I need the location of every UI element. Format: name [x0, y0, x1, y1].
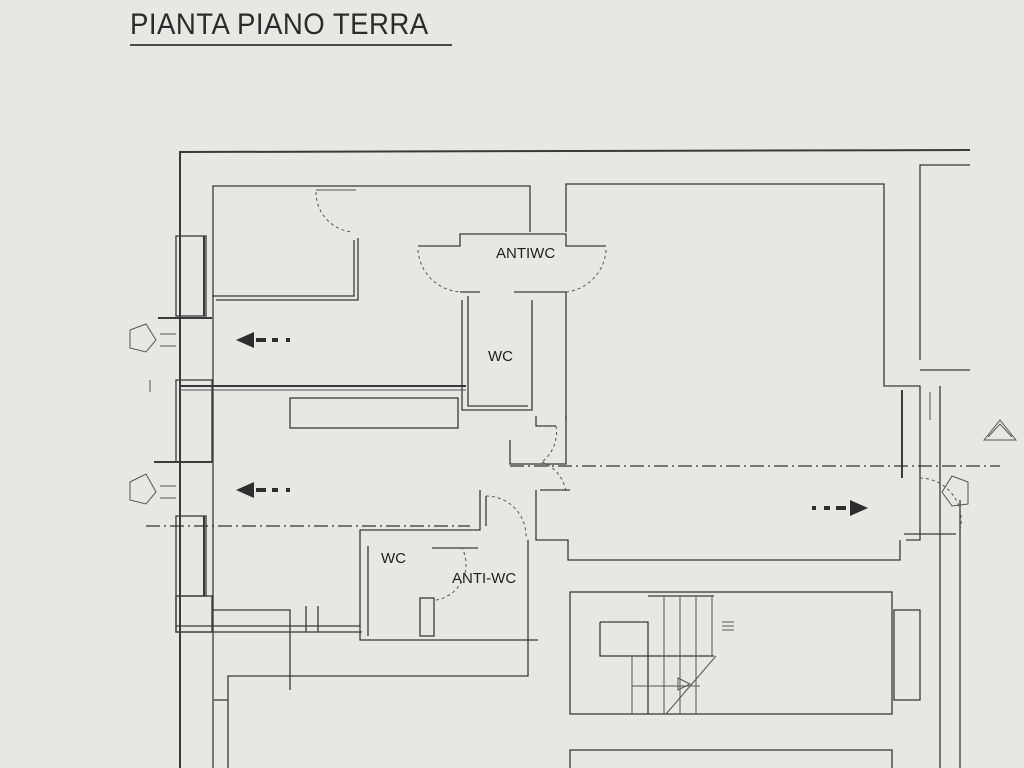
outer-walls — [179, 149, 971, 768]
room-label-antiwc-upper: ANTIWC — [496, 245, 556, 262]
left-wall-openings — [154, 235, 213, 597]
stair-block — [569, 591, 921, 768]
room-label-wc-upper: WC — [488, 348, 513, 365]
escape-route-arrow-icon — [236, 332, 290, 348]
plan-title: PIANTA PIANO TERRA — [130, 8, 429, 41]
upper-wc-room — [461, 296, 533, 411]
upper-left-room — [212, 189, 359, 301]
title-underline — [130, 44, 452, 46]
right-wall-openings — [901, 390, 962, 535]
entrance-arrow-icon — [941, 475, 969, 507]
room-label-antiwc-lower: ANTI-WC — [452, 570, 517, 587]
escape-route-arrow-icon — [812, 500, 868, 516]
upper-antiwc-room — [417, 233, 607, 420]
north-arrow-icon — [982, 419, 1018, 441]
entrance-arrow-icon — [129, 473, 176, 505]
escape-route-arrow-icon — [236, 482, 290, 498]
lower-wc-block — [359, 490, 538, 641]
lower-left-walls — [175, 595, 529, 768]
section-lines — [146, 380, 1000, 527]
room-label-wc-lower: WC — [381, 550, 406, 567]
stair-arrow-icon — [677, 677, 692, 691]
corridor-walls — [180, 385, 901, 561]
entrance-arrow-icon — [129, 323, 176, 353]
